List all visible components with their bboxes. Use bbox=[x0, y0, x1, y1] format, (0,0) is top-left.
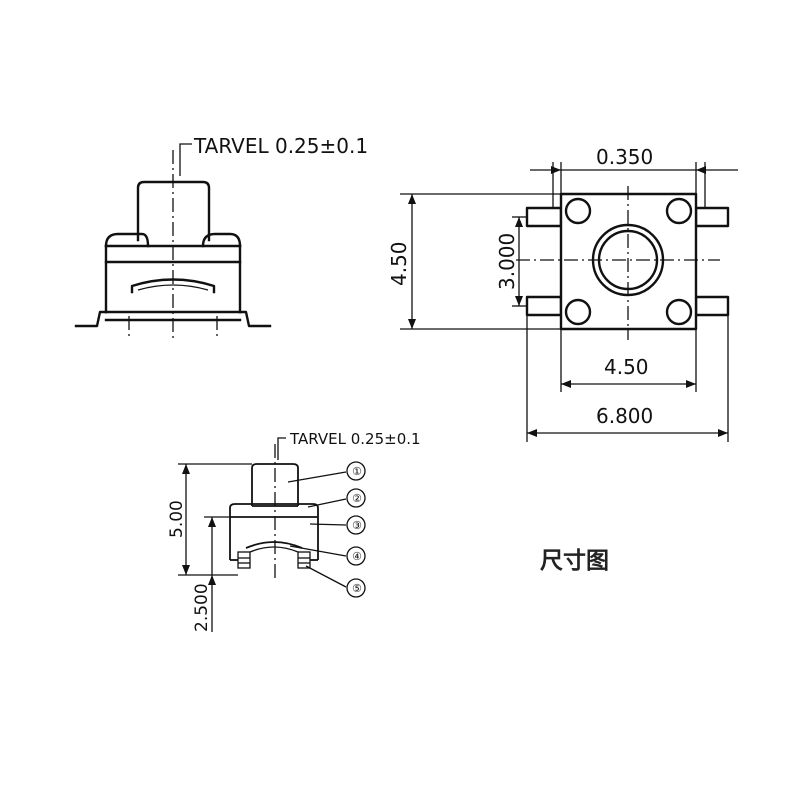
side-view bbox=[229, 437, 366, 598]
callout-3: ③ bbox=[352, 519, 362, 532]
dim-body-height bbox=[400, 193, 561, 330]
dim-pitch-vertical-value: 3.000 bbox=[495, 233, 519, 290]
tarvel-label-top: TARVEL 0.25±0.1 bbox=[193, 134, 368, 158]
dim-pitch-horizontal bbox=[560, 329, 697, 392]
dim-overall-width-value: 6.800 bbox=[596, 404, 653, 428]
dim-body-z-height-value: 2.500 bbox=[192, 583, 212, 632]
dim-pin-width-value: 0.350 bbox=[596, 145, 653, 169]
dim-body-height-value: 4.50 bbox=[387, 241, 411, 286]
dim-pitch-vertical bbox=[512, 216, 527, 307]
front-view bbox=[74, 143, 272, 340]
callout-4: ④ bbox=[352, 550, 362, 563]
tarvel-label-bottom: TARVEL 0.25±0.1 bbox=[289, 430, 421, 448]
drawing-caption: 尺寸图 bbox=[540, 548, 609, 574]
callout-5: ⑤ bbox=[352, 582, 362, 595]
callout-2: ② bbox=[352, 492, 362, 505]
dim-body-z-height bbox=[204, 516, 230, 632]
dim-pin-width bbox=[530, 162, 738, 208]
dim-pitch-horizontal-value: 4.50 bbox=[604, 355, 649, 379]
dim-total-height-value: 5.00 bbox=[167, 500, 187, 538]
callout-1: ① bbox=[352, 465, 362, 478]
dim-total-height bbox=[178, 463, 252, 576]
dim-overall-width bbox=[526, 315, 729, 442]
top-view bbox=[516, 186, 730, 340]
